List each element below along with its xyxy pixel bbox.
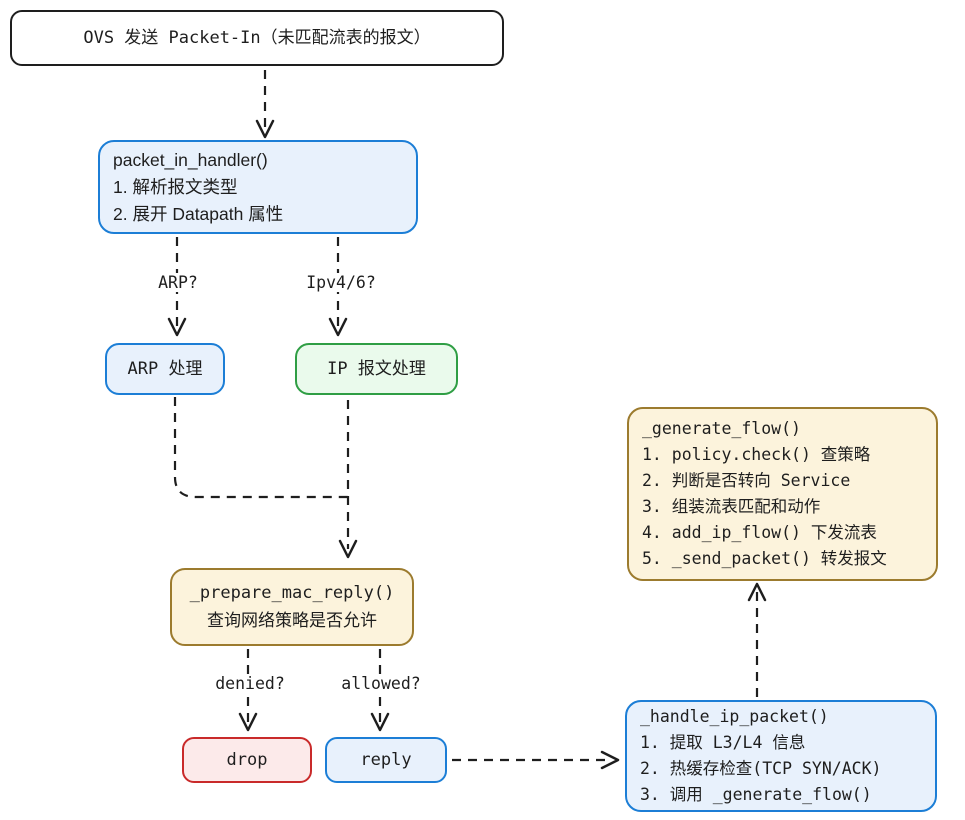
node-reply-label: reply [360,750,412,770]
node-arp-handle: ARP 处理 [105,343,225,395]
node-drop: drop [182,737,312,783]
node-line: 1. 解析报文类型 [113,176,238,197]
node-line: _generate_flow() [642,419,801,438]
edge-arp-join [173,397,348,499]
node-generate-flow: _generate_flow() 1. policy.check() 查策略 2… [627,407,938,581]
node-ip-packet-handle: IP 报文处理 [295,343,458,395]
edge-reply-to-handle-ip [452,750,620,770]
node-line: 1. 提取 L3/L4 信息 [640,733,806,752]
node-arp-handle-label: ARP 处理 [127,359,203,379]
node-line: 2. 热缓存检查(TCP SYN/ACK) [640,759,882,778]
node-line: 2. 判断是否转向 Service [642,471,851,490]
node-line: packet_in_handler() [113,149,268,170]
edge-label-allowed-question: allowed? [336,674,426,693]
edge-handle-ip-to-generate-flow [747,582,767,697]
node-handle-ip-packet: _handle_ip_packet() 1. 提取 L3/L4 信息 2. 热缓… [625,700,937,812]
node-packet-in-handler: packet_in_handler() 1. 解析报文类型 2. 展开 Data… [98,140,418,234]
node-line: 4. add_ip_flow() 下发流表 [642,523,877,542]
node-line: _handle_ip_packet() [640,707,829,726]
node-line: 5. _send_packet() 转发报文 [642,549,887,568]
node-line: 2. 展开 Datapath 属性 [113,203,284,224]
node-line: 3. 组装流表匹配和动作 [642,497,821,516]
edge-packet-handler-to-ip [328,237,348,337]
edge-label-denied-question: denied? [210,674,290,693]
edge-ovs-to-packet-handler [255,70,275,139]
node-ovs-packet-in-label: OVS 发送 Packet-In（未匹配流表的报文） [83,28,431,48]
node-reply: reply [325,737,447,783]
node-drop-label: drop [226,750,268,770]
node-line: 1. policy.check() 查策略 [642,445,871,464]
edge-packet-handler-to-arp [167,237,187,337]
edge-label-ipv4-question: Ipv4/6? [301,273,381,292]
node-line: 查询网络策略是否允许 [207,611,377,631]
node-line: 3. 调用 _generate_flow() [640,785,872,804]
edge-label-arp-question: ARP? [153,273,203,292]
node-prepare-mac-reply: _prepare_mac_reply() 查询网络策略是否允许 [170,568,414,646]
node-line: _prepare_mac_reply() [189,583,395,603]
node-ovs-packet-in: OVS 发送 Packet-In（未匹配流表的报文） [10,10,504,66]
node-ip-packet-handle-label: IP 报文处理 [327,359,426,379]
edge-ip-to-prepare [338,400,358,559]
